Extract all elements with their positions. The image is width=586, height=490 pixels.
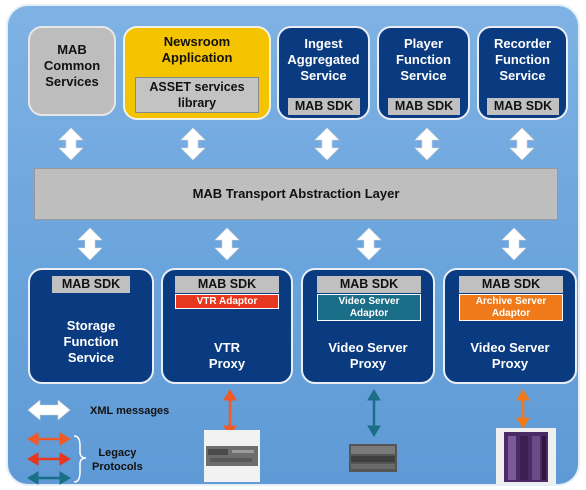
archive-server-adaptor: Archive Server Adaptor [459,294,563,321]
mab-common-services-label: MAB Common Services [43,42,101,89]
double-arrow-recorder [509,127,535,161]
mab-common-services-box: MAB Common Services [28,26,116,116]
double-arrow-ingest [314,127,340,161]
vtr-mab-sdk: MAB SDK [175,276,279,293]
archive-device-icon [496,428,556,484]
double-arrow-video-server [356,227,382,261]
vtr-device-icon [204,430,260,482]
recorder-function-service-label: Recorder Function Service [493,36,552,83]
legend-xml-messages-label: XML messages [90,405,170,417]
legacy-arrow-vtr [223,389,237,437]
video-server-proxy-label: Video Server Proxy [328,340,408,371]
legend-legacy-protocols-label: Legacy Protocols [92,447,143,473]
archive-video-server-proxy-label: Video Server Proxy [470,340,550,371]
double-arrow-mab-common [58,127,84,161]
legend-brace [73,435,87,483]
newsroom-application-label: Newsroom Application [161,34,233,65]
legend-legacy-arrow-orange-1 [27,432,71,446]
recorder-function-service-box: Recorder Function Service MAB SDK [477,26,568,120]
player-function-service-box: Player Function Service MAB SDK [377,26,470,120]
player-function-service-label: Player Function Service [396,36,451,83]
video-server-mab-sdk: MAB SDK [317,276,421,293]
ingest-aggregated-service-label: Ingest Aggregated Service [287,36,360,83]
legacy-arrow-video-server [367,389,381,437]
double-arrow-vtr [214,227,240,261]
ingest-mab-sdk: MAB SDK [288,98,360,115]
asset-services-library-label: ASSET services library [149,80,245,110]
recorder-mab-sdk: MAB SDK [487,98,559,115]
vtr-adaptor: VTR Adaptor [175,294,279,309]
legend-xml-arrow-icon [27,399,71,421]
legend-legacy-arrow-teal [27,471,71,485]
legacy-arrow-archive [516,389,530,429]
double-arrow-newsroom [180,127,206,161]
vtr-proxy-label: VTR Proxy [208,340,246,371]
vtr-proxy-box: MAB SDK VTR Adaptor VTR Proxy [161,268,293,384]
double-arrow-archive [501,227,527,261]
legend-legacy-arrow-red [27,452,71,466]
video-server-proxy-box: MAB SDK Video Server Adaptor Video Serve… [301,268,435,384]
video-server-device-icon [349,444,397,472]
player-mab-sdk: MAB SDK [388,98,460,115]
storage-function-service-label: Storage Function Service [63,318,119,365]
double-arrow-player [414,127,440,161]
mab-transport-abstraction-layer: MAB Transport Abstraction Layer [34,168,558,220]
newsroom-application-box: Newsroom Application ASSET services libr… [123,26,271,120]
storage-function-service-box: MAB SDK Storage Function Service [28,268,154,384]
archive-mab-sdk: MAB SDK [459,276,563,293]
storage-mab-sdk: MAB SDK [52,276,130,293]
archive-video-server-proxy-box: MAB SDK Archive Server Adaptor Video Ser… [443,268,577,384]
ingest-aggregated-service-box: Ingest Aggregated Service MAB SDK [277,26,370,120]
video-server-adaptor: Video Server Adaptor [317,294,421,321]
double-arrow-storage [77,227,103,261]
asset-services-library-box: ASSET services library [135,77,259,113]
